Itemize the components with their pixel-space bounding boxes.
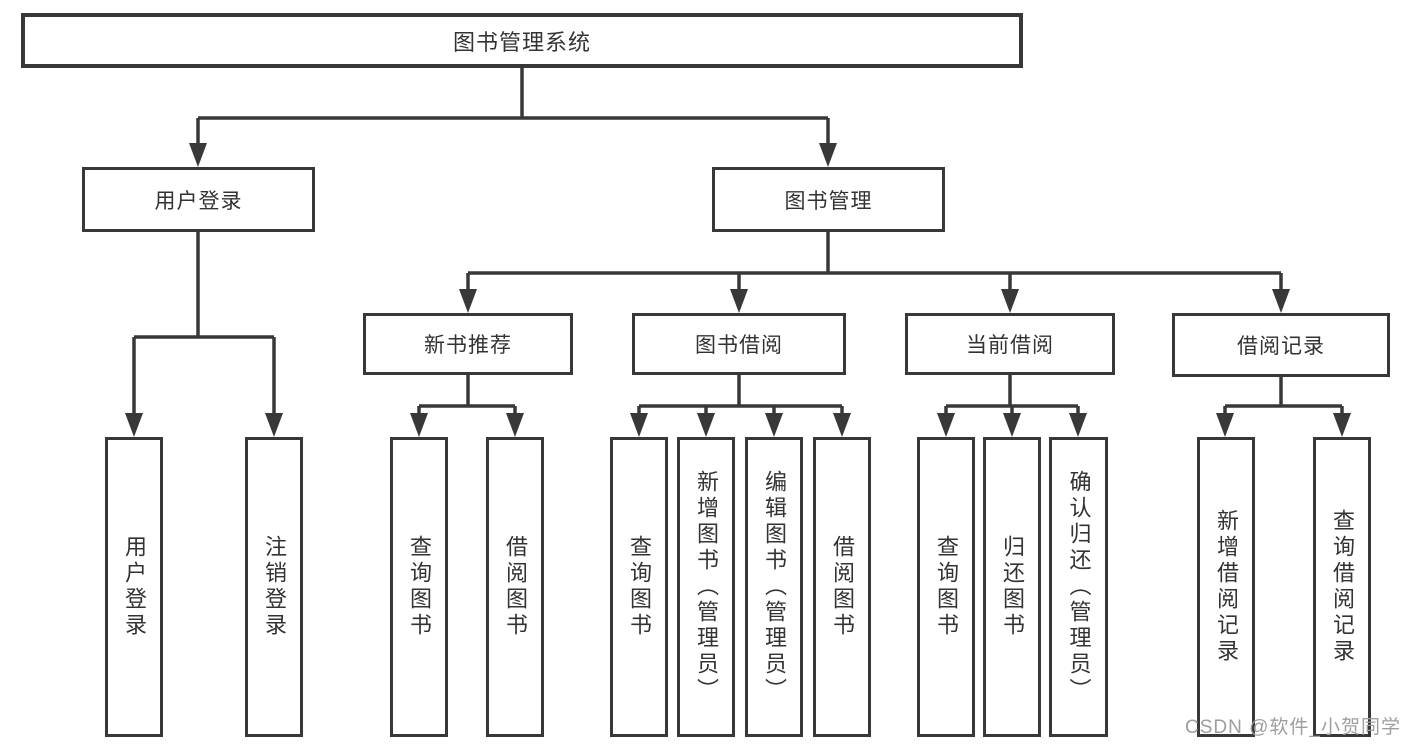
leaf-label: 用户登录 (122, 535, 147, 639)
node-label: 新书推荐 (424, 334, 512, 357)
node-user-login: 用户登录 (82, 167, 315, 232)
node-label: 借阅记录 (1237, 335, 1325, 358)
leaf-label: 注销登录 (262, 535, 287, 639)
node-new-book-recommendation: 新书推荐 (363, 313, 573, 375)
node-book-borrowing: 图书借阅 (632, 313, 846, 375)
leaf-query-borrow-record: 查询借阅记录 (1313, 437, 1371, 737)
leaf-query-books-recommend: 查询图书 (390, 437, 448, 737)
leaf-add-books-admin: 新增图书（管理员） (677, 437, 735, 737)
leaf-label: 借阅图书 (503, 535, 528, 639)
node-label: 用户登录 (154, 189, 243, 213)
leaf-label: 归还图书 (1000, 535, 1025, 639)
leaf-label: 查询图书 (934, 535, 959, 639)
leaf-user-login: 用户登录 (105, 437, 163, 737)
leaf-borrow-books: 借阅图书 (813, 437, 871, 737)
leaf-label: 查询借阅记录 (1330, 509, 1355, 665)
node-label: 图书管理系统 (452, 29, 591, 55)
leaf-confirm-return-admin: 确认归还（管理员） (1049, 437, 1108, 737)
leaf-logout: 注销登录 (245, 437, 303, 737)
leaf-label: 查询图书 (407, 535, 432, 639)
leaf-add-borrow-record: 新增借阅记录 (1197, 437, 1255, 737)
node-borrowing-records: 借阅记录 (1172, 313, 1390, 377)
leaf-label: 确认归还（管理员） (1066, 470, 1092, 704)
node-library-management-system: 图书管理系统 (21, 13, 1023, 68)
node-book-management: 图书管理 (712, 167, 945, 232)
node-label: 图书借阅 (695, 334, 783, 357)
node-current-borrowing: 当前借阅 (905, 313, 1115, 375)
node-label: 当前借阅 (966, 334, 1054, 357)
leaf-label: 新增借阅记录 (1214, 509, 1239, 665)
leaf-label: 借阅图书 (830, 535, 855, 639)
node-label: 图书管理 (784, 189, 873, 213)
csdn-watermark: CSDN @软件_小贺同学 (1185, 717, 1401, 738)
leaf-return-books: 归还图书 (983, 437, 1041, 737)
leaf-edit-books-admin: 编辑图书（管理员） (745, 437, 803, 737)
leaf-label: 编辑图书（管理员） (762, 470, 787, 704)
leaf-label: 新增图书（管理员） (694, 470, 719, 704)
leaf-query-books-current: 查询图书 (917, 437, 975, 737)
leaf-borrow-books-recommend: 借阅图书 (486, 437, 544, 737)
leaf-label: 查询图书 (627, 535, 652, 639)
leaf-query-books-borrow: 查询图书 (610, 437, 668, 737)
